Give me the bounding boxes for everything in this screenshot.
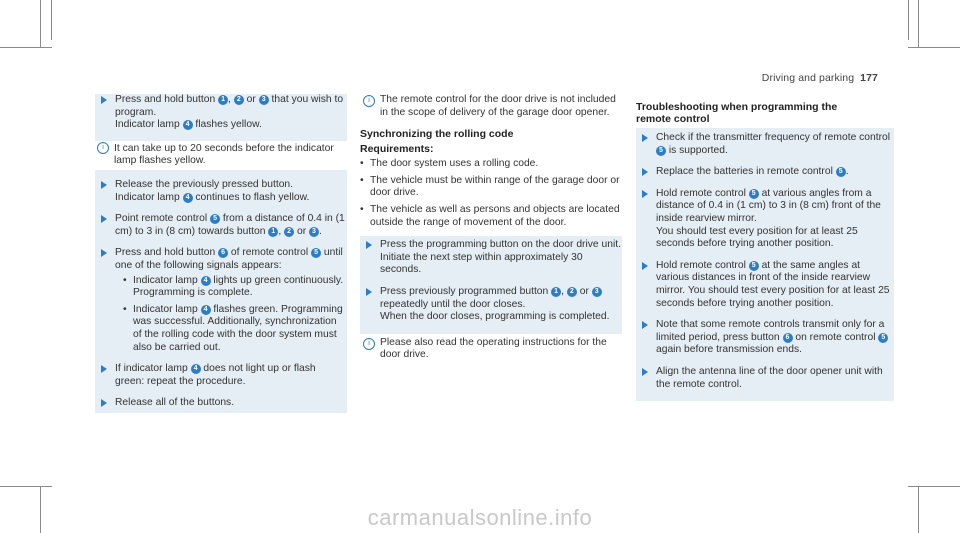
badge-icon: 6	[782, 332, 793, 343]
step: Hold remote control 5 at the same angles…	[636, 260, 894, 310]
step: Check if the transmitter frequency of re…	[636, 132, 894, 157]
badge-icon: 3	[309, 226, 319, 237]
crop-mark	[51, 0, 52, 40]
badge-icon: 3	[591, 286, 602, 297]
step: Press previously programmed button 1, 2 …	[360, 286, 622, 324]
arrow-icon	[366, 287, 372, 296]
step: Release the previously pressed button. I…	[95, 179, 347, 204]
column-1: Press and hold button 1, 2 or 3 that you…	[94, 94, 347, 413]
crop-mark	[0, 47, 52, 48]
arrow-icon	[101, 215, 107, 224]
arrow-icon	[101, 180, 107, 189]
badge-icon: 1	[218, 95, 229, 105]
badge-icon: 5	[210, 214, 221, 225]
step: If indicator lamp 4 does not light up or…	[95, 363, 347, 388]
crop-mark	[908, 0, 909, 40]
crop-mark	[0, 486, 52, 487]
arrow-icon	[642, 367, 648, 376]
crop-mark	[40, 486, 41, 533]
badge-icon: 4	[200, 275, 211, 286]
badge-icon: 1	[551, 286, 562, 297]
arrow-icon	[101, 96, 107, 104]
arrow-icon	[642, 168, 648, 177]
signal-list: Indicator lamp 4 lights up green continu…	[115, 275, 347, 355]
section: Synchronizing the rolling code Requireme…	[360, 128, 622, 229]
section-title: Driving and parking	[761, 72, 855, 84]
list-item: The door system uses a rolling code.	[360, 158, 622, 171]
badge-icon: 1	[268, 226, 279, 237]
step: Point remote control 5 from a distance o…	[95, 213, 347, 238]
crop-mark	[918, 486, 919, 533]
arrow-icon	[101, 399, 107, 408]
step: Release all of the buttons.	[95, 397, 347, 413]
badge-icon: 5	[748, 260, 759, 271]
step: Align the antenna line of the door opene…	[636, 366, 894, 391]
section-heading: Synchronizing the rolling code	[360, 128, 514, 141]
badge-icon: 4	[182, 192, 193, 203]
badge-icon: 4	[182, 120, 193, 131]
info-icon: i	[363, 95, 375, 107]
page-header: Driving and parking 177	[762, 72, 878, 84]
step: Replace the batteries in remote control …	[636, 166, 894, 179]
arrow-icon	[642, 261, 648, 270]
note: i It can take up to 20 seconds before th…	[94, 140, 347, 170]
list-item: Indicator lamp 4 lights up green continu…	[123, 275, 347, 300]
badge-icon: 6	[218, 248, 229, 259]
step: Hold remote control 5 at various angles …	[636, 188, 894, 251]
badge-icon: 4	[200, 304, 211, 315]
arrow-icon	[642, 134, 648, 142]
info-icon: i	[97, 141, 109, 154]
arrow-icon	[642, 189, 648, 198]
list-item: The vehicle must be within range of the …	[360, 175, 622, 200]
step: Note that some remote controls transmit …	[636, 319, 894, 357]
badge-icon: 5	[835, 167, 846, 178]
arrow-icon	[101, 249, 107, 258]
badge-icon: 5	[311, 248, 322, 259]
badge-icon: 2	[284, 226, 295, 237]
badge-icon: 5	[656, 145, 666, 156]
info-icon: i	[363, 337, 375, 350]
requirements-list: The door system uses a rolling code. The…	[360, 158, 622, 229]
badge-icon: 4	[190, 364, 201, 375]
crop-mark	[40, 0, 41, 48]
page-number: 177	[860, 72, 878, 84]
steps-block: Check if the transmitter frequency of re…	[636, 128, 894, 402]
step: Press and hold button 6 of remote contro…	[95, 247, 347, 354]
arrow-icon	[101, 365, 107, 374]
column-2: i The remote control for the door drive …	[360, 94, 622, 371]
arrow-icon	[366, 241, 372, 250]
badge-icon: 2	[233, 95, 244, 105]
badge-icon: 3	[258, 95, 269, 105]
crop-mark	[918, 0, 919, 48]
watermark: carmanualsonline.info	[367, 505, 593, 530]
steps-block: Press the programming button on the door…	[360, 236, 622, 334]
note: i The remote control for the door drive …	[360, 94, 622, 119]
requirements-heading: Requirements:	[360, 143, 434, 156]
badge-icon: 2	[566, 286, 577, 297]
badge-icon: 5	[878, 332, 889, 343]
arrow-icon	[642, 321, 648, 330]
step: Press and hold button 1, 2 or 3 that you…	[95, 94, 347, 132]
list-item: The vehicle as well as persons and objec…	[360, 204, 622, 229]
step: Press the programming button on the door…	[360, 239, 622, 277]
crop-mark	[908, 47, 960, 48]
note: i Please also read the operating instruc…	[360, 337, 622, 362]
badge-icon: 5	[748, 188, 759, 199]
crop-mark	[908, 486, 960, 487]
list-item: Indicator lamp 4 flashes green. Programm…	[123, 304, 347, 354]
